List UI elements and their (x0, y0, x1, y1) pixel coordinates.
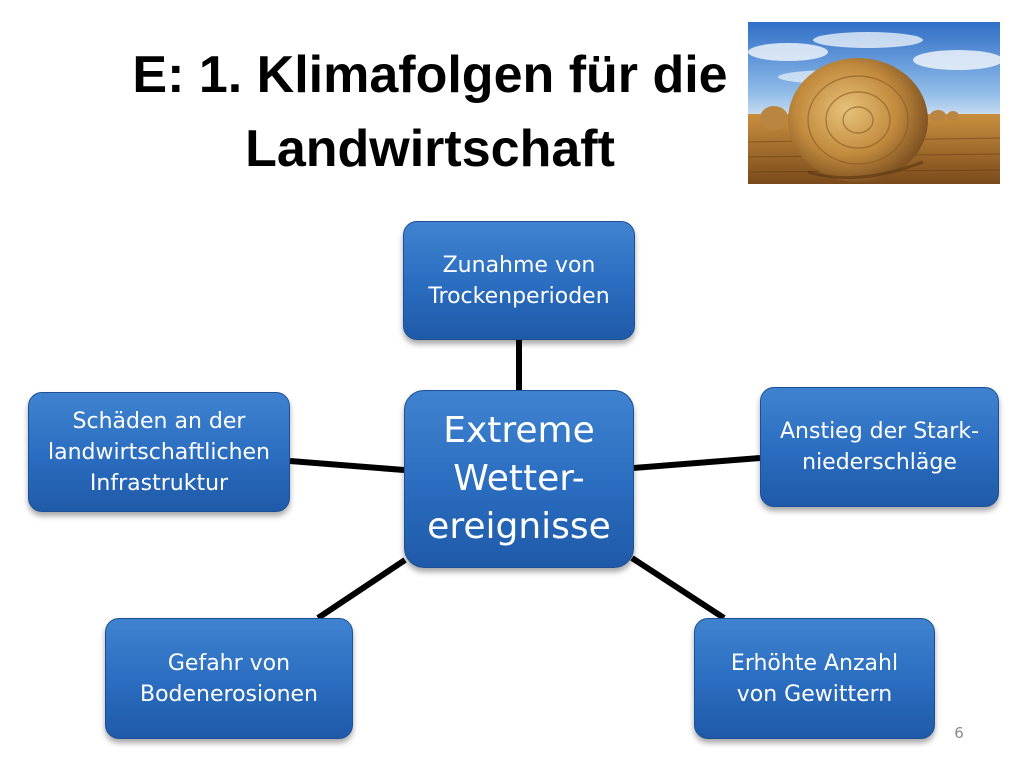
node-infrastruktur: Schäden an der landwirtschaftlichen Infr… (28, 392, 290, 512)
slide-title: E: 1. Klimafolgen für die Landwirtschaft (132, 46, 728, 178)
connector-bottom-right (630, 555, 726, 621)
node-starkniederschlaege: Anstieg der Stark- niederschläge (760, 387, 999, 507)
connector-left (289, 458, 405, 473)
node-bodenerosionen: Gefahr von Bodenerosionen (105, 618, 353, 739)
connector-bottom-left (316, 557, 407, 621)
hay-bale-photo (748, 22, 1000, 184)
node-trockenperioden: Zunahme von Trockenperioden (403, 221, 635, 340)
page-number: 6 (954, 724, 964, 742)
connector-right (633, 455, 761, 471)
node-gewitter: Erhöhte Anzahl von Gewittern (694, 618, 935, 739)
center-node: Extreme Wetter- ereignisse (404, 390, 634, 568)
